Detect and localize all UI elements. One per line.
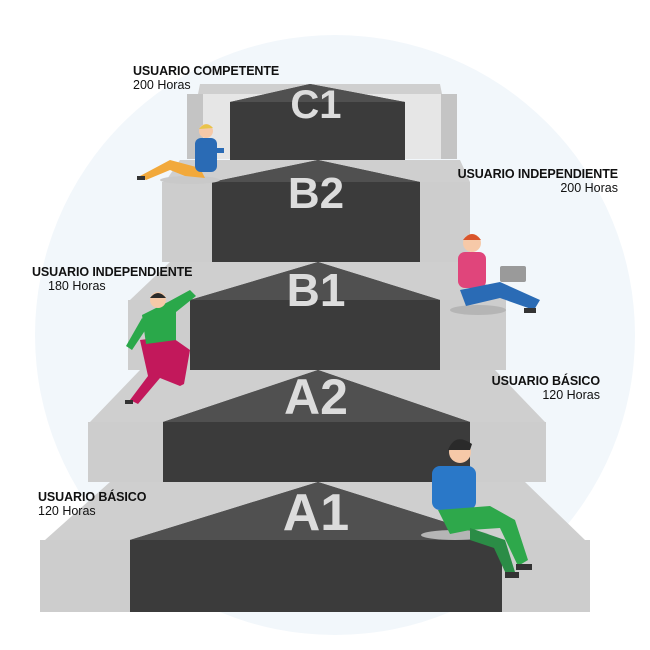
label-b1: USUARIO INDEPENDIENTE 180 Horas [32,265,193,294]
label-b1-title: USUARIO INDEPENDIENTE [32,265,193,279]
label-c1: USUARIO COMPETENTE 200 Horas [133,64,279,93]
label-a1: USUARIO BÁSICO 120 Horas [38,490,146,519]
label-b2-hours: 200 Horas [560,181,618,196]
label-a1-hours: 120 Horas [38,504,96,519]
label-b2: USUARIO INDEPENDIENTE 200 Horas [457,167,619,196]
level-code-b2: B2 [288,169,344,218]
step-c1 [187,84,457,160]
step-a2 [88,370,546,482]
label-b1-hours: 180 Horas [48,279,106,294]
label-a1-title: USUARIO BÁSICO [38,490,147,504]
level-code-a1: A1 [283,484,349,542]
step-b1 [128,262,506,370]
label-a2-hours: 120 Horas [542,388,600,403]
label-c1-title: USUARIO COMPETENTE [133,64,280,78]
label-a2: USUARIO BÁSICO 120 Horas [492,374,600,403]
step-b2 [162,160,470,262]
label-b2-title: USUARIO INDEPENDIENTE [457,167,619,181]
label-c1-hours: 200 Horas [133,78,191,93]
label-a2-title: USUARIO BÁSICO [491,374,600,388]
level-code-b1: B1 [287,264,346,316]
person-climbing-b1 [125,290,196,404]
level-code-a2: A2 [284,369,348,425]
person-sitting-a1 [421,439,532,578]
level-code-c1: C1 [290,83,341,127]
person-laptop-b1 [450,234,540,315]
person-lying-c1 [137,124,224,184]
